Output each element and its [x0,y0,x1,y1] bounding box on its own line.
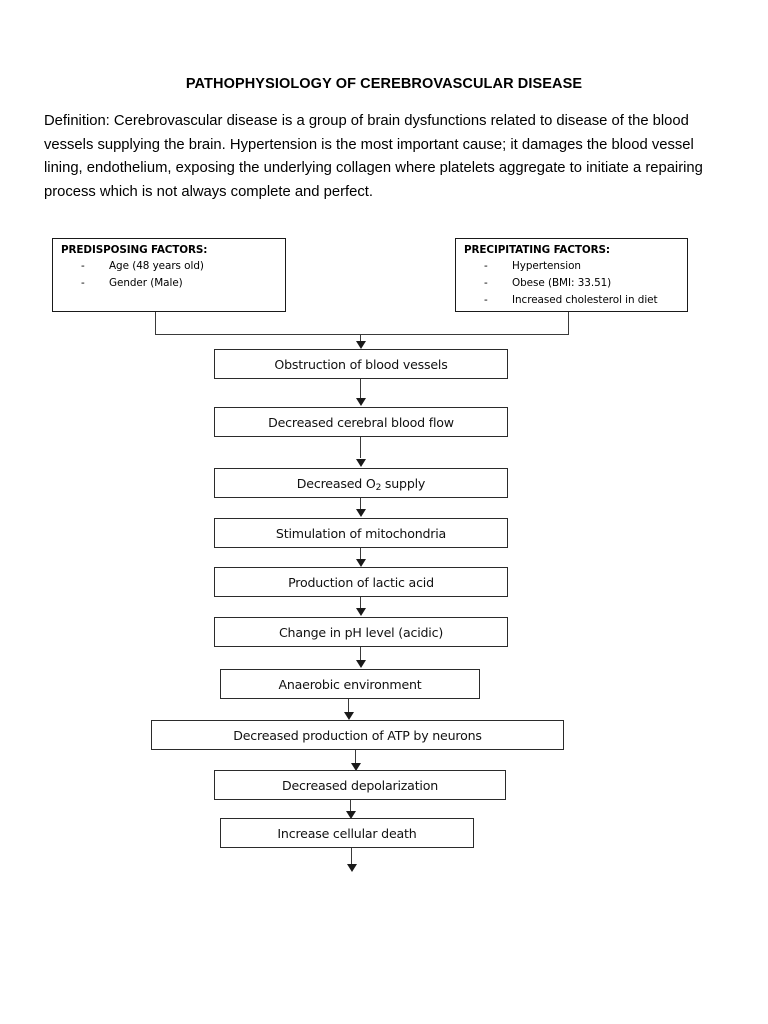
list-item: - Gender (Male) [61,277,281,294]
flow-step-label: Decreased cerebral blood flow [268,414,454,430]
connector-left-drop [155,312,157,335]
flow-step-increase-cellular-death: Increase cellular death [220,818,474,848]
connector-merge-stem [360,334,362,343]
arrow-head-icon [356,398,366,406]
flow-step-stimulation-of-mitochondria: Stimulation of mitochondria [214,518,508,548]
flow-step-label: Increase cellular death [277,825,417,841]
list-item: - Age (48 years old) [61,260,281,277]
arrow-head-icon [351,763,361,771]
connector-terminal-stem [351,848,353,867]
connector-stem [360,437,362,458]
predisposing-factors-title: PREDISPOSING FACTORS: [61,244,208,256]
connector-stem [360,498,362,510]
connector-stem [360,647,362,661]
flow-step-production-of-lactic-acid: Production of lactic acid [214,567,508,597]
precipitating-factors-list: - Hypertension - Obese (BMI: 33.51) - In… [464,260,683,311]
flow-step-label: Decreased production of ATP by neurons [233,727,482,743]
definition-paragraph: Definition: Cerebrovascular disease is a… [44,113,703,200]
connector-merge-bar [155,334,569,336]
connector-stem [355,750,357,768]
list-item: - Increased cholesterol in diet [464,294,683,311]
flow-step-label: Anaerobic environment [278,676,422,692]
bullet-dash: - [484,294,488,306]
arrow-head-icon [356,509,366,517]
bullet-dash: - [81,277,85,289]
connector-stem [360,548,362,560]
bullet-dash: - [484,277,488,289]
bullet-dash: - [81,260,85,272]
connector-stem [348,699,350,718]
arrow-head-icon [356,608,366,616]
bullet-dash: - [484,260,488,272]
arrow-head-icon [356,459,366,467]
list-item-label: Hypertension [512,260,581,272]
flow-step-label: Production of lactic acid [288,574,434,590]
list-item-label: Increased cholesterol in diet [512,294,658,306]
flow-step-label: Decreased depolarization [281,777,439,793]
list-item: - Obese (BMI: 33.51) [464,277,683,294]
flow-step-label: Decreased O2 supply [296,475,426,493]
flow-step-decreased-depolarization: Decreased depolarization [214,770,506,800]
list-item-label: Obese (BMI: 33.51) [512,277,612,289]
list-item-label: Age (48 years old) [109,260,204,272]
predisposing-factors-list: - Age (48 years old) - Gender (Male) [61,260,281,294]
flow-step-decreased-cerebral-blood-flow: Decreased cerebral blood flow [214,407,508,437]
flow-step-decreased-production-of-atp: Decreased production of ATP by neurons [151,720,564,750]
list-item: - Hypertension [464,260,683,277]
arrow-head-icon [356,660,366,668]
arrow-head-icon [356,559,366,567]
connector-right-drop [568,312,570,335]
flow-step-change-in-ph-level: Change in pH level (acidic) [214,617,508,647]
arrow-head-icon [346,811,356,819]
flow-step-anaerobic-environment: Anaerobic environment [220,669,480,699]
precipitating-factors-box: PRECIPITATING FACTORS: - Hypertension - … [455,238,688,312]
flow-step-label: Obstruction of blood vessels [274,356,448,372]
arrow-head-icon [344,712,354,720]
connector-stem [360,597,362,609]
arrow-head-icon [347,864,357,872]
flow-step-label: Stimulation of mitochondria [275,525,447,541]
flow-step-obstruction-of-blood-vessels: Obstruction of blood vessels [214,349,508,379]
list-item-label: Gender (Male) [109,277,183,289]
flow-step-decreased-o2-supply: Decreased O2 supply [214,468,508,498]
connector-stem [360,379,362,399]
predisposing-factors-box: PREDISPOSING FACTORS: - Age (48 years ol… [52,238,286,312]
page-title: PATHOPHYSIOLOGY OF CEREBROVASCULAR DISEA… [185,76,583,92]
precipitating-factors-title: PRECIPITATING FACTORS: [464,244,610,256]
flow-step-label: Change in pH level (acidic) [278,624,444,640]
connector-stem [350,800,352,816]
arrow-head-icon [356,341,366,349]
